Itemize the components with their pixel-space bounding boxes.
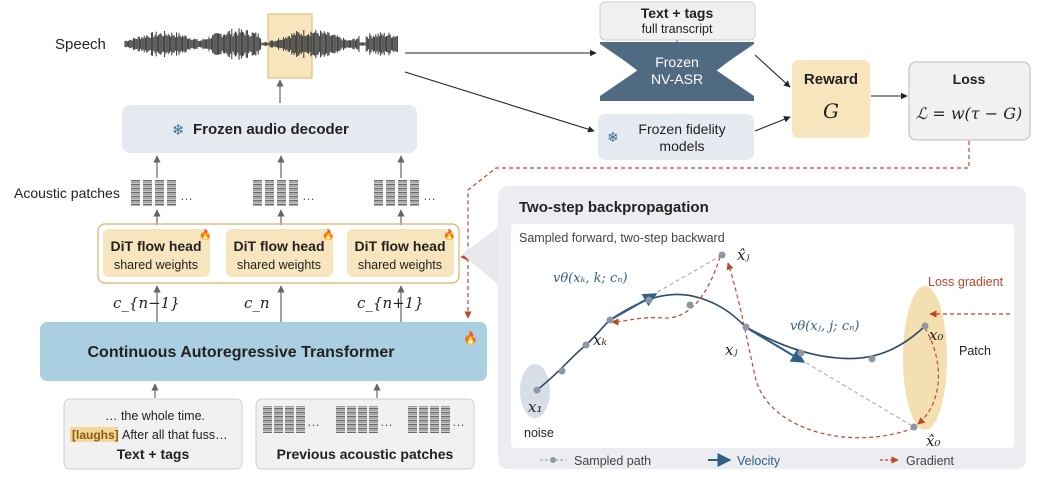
point-x0-hat <box>910 423 918 431</box>
legend-velocity-label: Velocity <box>737 454 781 468</box>
previous-patches-caption: Previous acoustic patches <box>277 446 454 462</box>
dit-head-subtitle: shared weights <box>114 258 198 272</box>
transcript-subtitle: full transcript <box>642 22 713 36</box>
inset-subtitle: Sampled forward, two-step backward <box>519 231 725 245</box>
transformer-box <box>40 322 487 381</box>
acoustic-patch-ellipsis: … <box>302 188 315 203</box>
acoustic-patch-group-1: … <box>131 180 193 206</box>
snowflake-icon: ❄ <box>607 129 619 145</box>
snowflake-icon: ❄ <box>607 67 619 83</box>
velocity-arrow-j <box>746 327 806 363</box>
sampled-point <box>868 355 876 363</box>
dit-head-title: DiT flow head <box>111 238 202 254</box>
dit-head-title: DiT flow head <box>234 238 325 254</box>
dit-head-box-2 <box>226 229 333 277</box>
loss-gradient-label: Loss gradient <box>928 275 1004 289</box>
legend: Sampled path Velocity Gradient <box>540 453 954 468</box>
condition-label-prev: c_{n−1} <box>113 294 180 312</box>
previous-patch-group-2: … <box>336 406 393 433</box>
previous-patch-group-3: … <box>408 406 465 433</box>
snowflake-icon: ❄ <box>172 122 185 139</box>
audio-decoder-box <box>122 105 417 153</box>
previous-patch-ellipsis: … <box>380 414 393 429</box>
dit-heads-container <box>97 223 460 284</box>
fire-icon: 🔥 <box>199 228 211 241</box>
legend-sampled-dot <box>550 457 556 463</box>
patch-label: Patch <box>959 344 991 358</box>
patch-region <box>903 286 947 430</box>
reward-box <box>792 60 870 138</box>
reward-title: Reward <box>804 71 858 88</box>
text-input-line1: … the whole time. <box>105 409 205 423</box>
label-x0-hat: x̂₀ <box>926 432 940 450</box>
previous-patch-ellipsis: … <box>307 414 320 429</box>
dit-head-subtitle: shared weights <box>358 258 442 272</box>
velocity-label-k: vθ(xₖ, k; cₙ) <box>553 271 628 286</box>
transformer-label: Continuous Autoregressive Transformer <box>87 344 394 361</box>
sampled-point <box>582 341 590 349</box>
previous-patch-group-1: … <box>263 406 320 433</box>
label-xk: xₖ <box>593 331 607 349</box>
transcript-title: Text + tags <box>641 5 714 21</box>
acoustic-patch-ellipsis: … <box>180 188 193 203</box>
loss-title: Loss <box>953 71 986 87</box>
fire-icon: 🔥 <box>322 228 334 241</box>
asr-line1: Frozen <box>655 54 699 70</box>
previous-patch-ellipsis: … <box>452 414 465 429</box>
dit-head-subtitle: shared weights <box>237 258 321 272</box>
condition-label-current: c_n <box>244 294 270 312</box>
noise-label: noise <box>524 426 554 440</box>
sampled-point <box>645 296 653 304</box>
label-x1: x₁ <box>528 398 542 416</box>
reward-symbol: G <box>823 99 839 123</box>
fire-icon: 🔥 <box>443 228 455 241</box>
condition-label-next: c_{n+1} <box>357 294 424 312</box>
acoustic-patch-ellipsis: … <box>423 188 436 203</box>
point-xj <box>742 323 750 331</box>
sampled-dash-j <box>745 326 915 428</box>
asr-line2: NV-ASR <box>651 71 703 87</box>
text-input-line2: After all that fuss… <box>122 428 228 442</box>
laughs-tag: [laughs] <box>72 428 119 442</box>
fire-icon: 🔥 <box>463 331 478 345</box>
label-xj-hat: x̂ⱼ <box>737 246 749 264</box>
label-x0: x₀ <box>929 326 943 344</box>
point-x0 <box>921 322 929 330</box>
dit-head-box-1 <box>103 229 210 277</box>
acoustic-patches-label: Acoustic patches <box>14 185 120 201</box>
audio-decoder-label: Frozen audio decoder <box>193 121 349 138</box>
gradient-curve-k <box>611 256 721 326</box>
legend-gradient-label: Gradient <box>906 454 954 468</box>
loss-gradient-path <box>467 141 970 255</box>
acoustic-patch-group-2: … <box>253 180 315 206</box>
fidelity-line1: Frozen fidelity <box>638 121 725 137</box>
fidelity-box <box>598 114 754 160</box>
loss-formula: ℒ = w(τ − G) <box>916 104 1023 123</box>
speech-label: Speech <box>55 36 106 53</box>
sampled-point <box>686 301 694 309</box>
legend-sampled-label: Sampled path <box>574 454 651 468</box>
fidelity-line2: models <box>659 138 704 154</box>
gradient-curve-x0 <box>917 327 939 425</box>
dit-head-box-3 <box>347 229 454 277</box>
loss-box <box>908 61 1031 141</box>
point-xk <box>606 316 614 324</box>
text-input-caption: Text + tags <box>117 446 190 462</box>
laughs-tag-bg <box>70 427 118 442</box>
point-x1 <box>533 386 541 394</box>
acoustic-patch-group-3: … <box>374 180 436 206</box>
point-xj-hat <box>718 251 726 259</box>
text-input-box <box>63 398 243 470</box>
sampled-points <box>533 251 929 431</box>
velocity-label-j: vθ(xⱼ, j; cₙ) <box>790 319 859 334</box>
asr-block-body <box>600 42 754 101</box>
inset-title: Two-step backpropagation <box>519 199 709 216</box>
sampled-point <box>797 349 805 357</box>
label-xj: xⱼ <box>725 341 737 359</box>
sampled-point <box>558 367 566 375</box>
speech-waveform <box>124 28 398 60</box>
gradient-curve-j <box>726 262 915 439</box>
dit-head-title: DiT flow head <box>355 238 446 254</box>
